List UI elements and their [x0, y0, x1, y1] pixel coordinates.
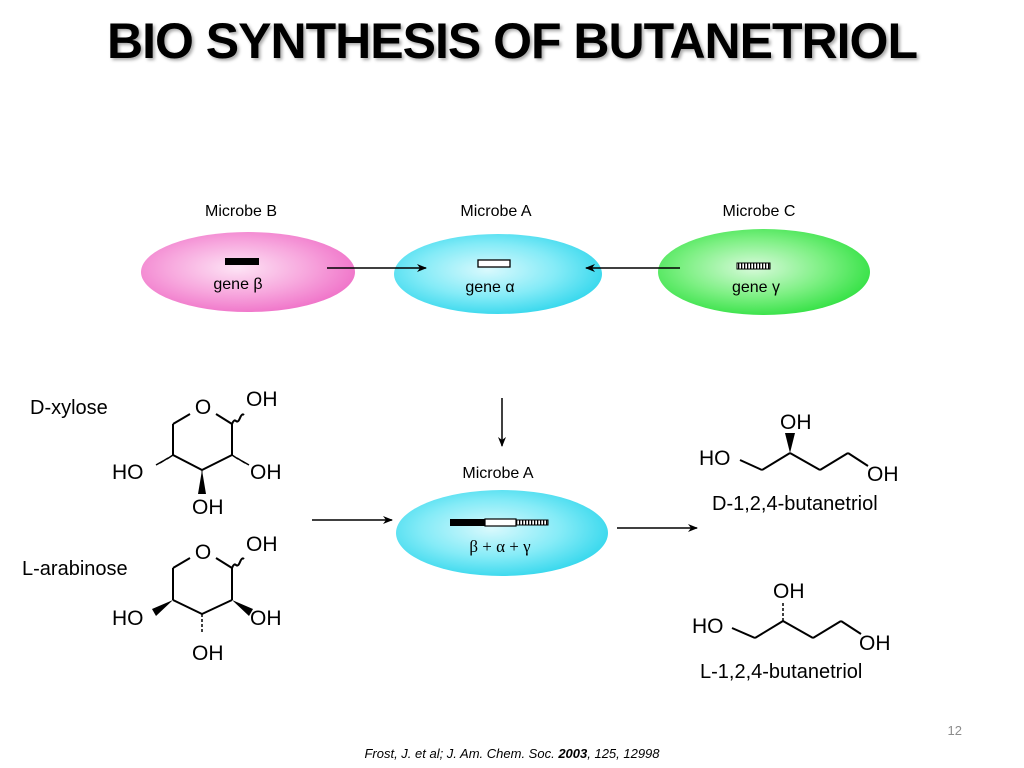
d-xylose-ho-left: HO	[112, 461, 144, 484]
gene-alpha-icon	[477, 259, 511, 268]
d-xylose-ring-oxygen: O	[195, 396, 211, 419]
citation: Frost, J. et al; J. Am. Chem. Soc. 2003,…	[0, 746, 1024, 761]
microbe-a-engineered: Microbe A β + α + γ	[396, 465, 608, 576]
microbe-a2-cell	[396, 490, 608, 576]
d-butanetriol-oh-end: OH	[867, 463, 899, 486]
microbe-b-cell	[141, 232, 355, 312]
d-xylose-name: D-xylose	[30, 397, 108, 419]
microbe-c: Microbe C gene γ	[658, 203, 870, 315]
d-butanetriol-oh-top: OH	[780, 411, 812, 434]
l-butanetriol-ho: HO	[692, 615, 724, 638]
microbe-a-cell	[394, 234, 602, 314]
l-arabinose-oh-bottom: OH	[192, 642, 224, 665]
citation-volume-pages: , 125, 12998	[587, 746, 660, 761]
l-butanetriol-name: L-1,2,4-butanetriol	[700, 661, 862, 683]
l-arabinose-oh-top: OH	[246, 533, 278, 556]
page-number: 12	[947, 723, 962, 738]
citation-authors-journal: Frost, J. et al; J. Am. Chem. Soc.	[364, 746, 559, 761]
l-arabinose-oh-right: OH	[250, 607, 282, 630]
microbe-a2-label: Microbe A	[462, 465, 533, 482]
microbe-b-label: Microbe B	[205, 203, 277, 220]
microbe-b: Microbe B gene β	[141, 203, 355, 312]
d-xylose-oh-bottom: OH	[192, 496, 224, 519]
gene-beta-icon	[225, 258, 259, 265]
d-xylose-structure: D-xylose O OH HO OH OH	[30, 388, 282, 519]
gene-gamma-icon	[736, 262, 771, 270]
microbe-c-label: Microbe C	[723, 203, 796, 220]
l-butanetriol-oh-top: OH	[773, 580, 805, 603]
l-arabinose-structure: L-arabinose O OH HO OH OH	[22, 533, 282, 665]
gene-gamma-segment	[515, 519, 549, 526]
microbe-a-gene: gene α	[465, 279, 514, 296]
citation-year: 2003	[558, 746, 588, 761]
d-xylose-oh-right: OH	[250, 461, 282, 484]
gene-beta-segment	[450, 519, 485, 526]
d-butanetriol-structure: OH HO OH D-1,2,4-butanetriol	[699, 411, 899, 515]
microbe-a2-genes: β + α + γ	[469, 537, 531, 556]
d-butanetriol-ho: HO	[699, 447, 731, 470]
microbe-c-gene: gene γ	[732, 279, 780, 296]
l-butanetriol-oh-end: OH	[859, 632, 891, 655]
l-butanetriol-structure: OH HO OH L-1,2,4-butanetriol	[692, 580, 891, 683]
l-arabinose-name: L-arabinose	[22, 558, 128, 580]
microbe-c-cell	[658, 229, 870, 315]
slide-title: BIO SYNTHESIS OF BUTANETRIOL	[107, 13, 918, 69]
l-arabinose-ring-oxygen: O	[195, 541, 211, 564]
d-xylose-oh-top: OH	[246, 388, 278, 411]
l-arabinose-ho-left: HO	[112, 607, 144, 630]
d-butanetriol-name: D-1,2,4-butanetriol	[712, 493, 878, 515]
microbe-b-gene: gene β	[213, 276, 262, 293]
microbe-a-top: Microbe A gene α	[394, 203, 602, 314]
gene-alpha-segment	[484, 518, 517, 527]
microbe-a-label: Microbe A	[460, 203, 531, 220]
